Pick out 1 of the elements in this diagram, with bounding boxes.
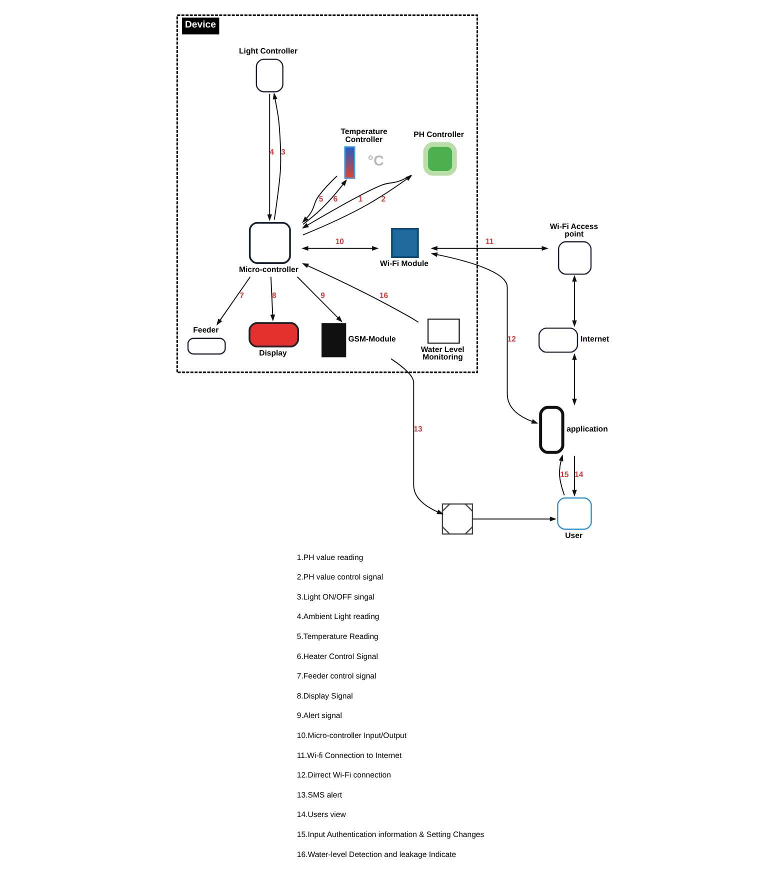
node-label: °C [367, 154, 384, 170]
